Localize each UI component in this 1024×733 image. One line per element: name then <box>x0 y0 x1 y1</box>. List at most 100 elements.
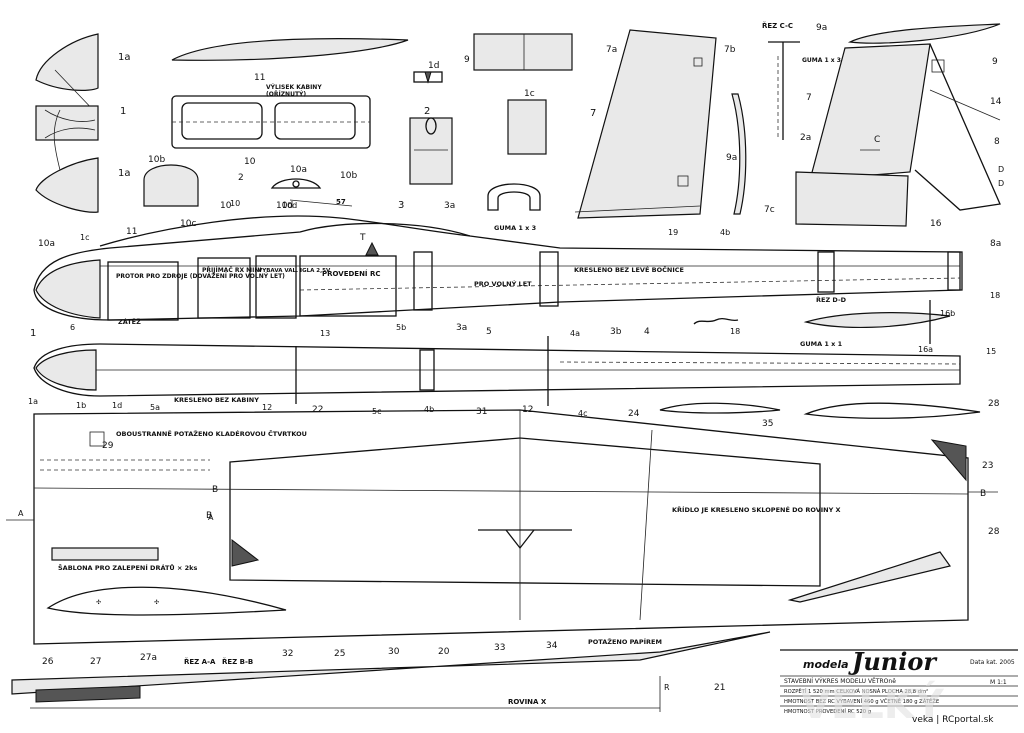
part-1-nose-block <box>35 105 99 141</box>
part-label: 3a <box>444 201 455 211</box>
part-label: 1c <box>524 89 535 99</box>
part-label: 15 <box>986 347 996 356</box>
part-label: 11 <box>254 73 265 83</box>
part-label: 1a <box>118 168 131 179</box>
part-label: A <box>18 509 24 518</box>
part-label: 13 <box>320 329 330 338</box>
part-label: 19 <box>668 228 678 237</box>
part-label: 1 <box>120 106 126 117</box>
part-label: 26 <box>42 657 54 667</box>
part-label: 4b <box>424 405 434 414</box>
part-label: 30 <box>388 647 400 657</box>
spec-row-3: HMOTNOST PROVEDENÍ RC 520 g <box>784 708 871 715</box>
part-label: 7c <box>764 205 775 215</box>
credit: veka | RCportal.sk <box>912 715 994 725</box>
part-1c-block <box>507 99 547 155</box>
part-label: 28 <box>988 527 1000 537</box>
part-label: KŘÍDLO JE KRESLENO SKLOPENÉ DO ROVINY X <box>672 505 841 514</box>
part-9-block <box>473 33 573 71</box>
part-label: ROVINA X <box>508 698 547 706</box>
magazine-logo: modela <box>803 658 849 671</box>
part-label: D <box>998 165 1004 174</box>
part-label: 23 <box>982 461 993 471</box>
part-label: 2a <box>800 133 811 143</box>
part-label: 4b <box>720 228 730 237</box>
part-label: 35 <box>762 419 773 429</box>
part-label: D <box>998 179 1004 188</box>
part-label: 24 <box>628 409 640 419</box>
part-label: 5c <box>372 407 382 416</box>
part-label: T <box>359 233 366 243</box>
part-label: GUMA 1 x 3 <box>494 224 536 232</box>
part-label: ŠABLONA PRO ZALEPENÍ DRÁTŮ × 2ks <box>58 563 198 572</box>
part-label: 3 <box>398 200 404 211</box>
part-label: 12 <box>262 403 272 412</box>
part-10-canopy-frame <box>171 95 371 149</box>
wing-root-section <box>11 631 771 712</box>
part-label: (OŘÍZNUTÝ) <box>266 90 306 98</box>
part-7-fin <box>574 29 717 219</box>
part-1a-nose-cap-lower <box>35 109 99 213</box>
part-label: 10 <box>220 201 232 211</box>
part-label: PRO VOLNÝ LET <box>474 279 532 288</box>
part-label: 10d <box>276 201 293 211</box>
part-label: C <box>874 135 880 145</box>
part-label: POTAŽENO PAPÍREM <box>588 637 662 646</box>
part-label: 6 <box>70 323 75 332</box>
part-label: 7 <box>590 108 596 119</box>
part-label: ZÁTĚŽ <box>118 317 141 326</box>
part-label: PROTOR PRO ZDROJE (DOVÁŽENÍ PRO VOLNÝ LE… <box>116 272 285 280</box>
part-label: B <box>212 485 218 495</box>
part-label: 1c <box>80 233 90 242</box>
part-label: 22 <box>312 405 323 415</box>
part-label: 7b <box>724 45 736 55</box>
svg-text:✣: ✣ <box>154 599 159 606</box>
section-c-c <box>768 41 800 140</box>
part-label: 32 <box>282 649 293 659</box>
spec-row-1: ROZPĚTÍ 1 520 mm CELKOVÁ NOSNÁ PLOCHA 28… <box>784 687 928 695</box>
part-label: 9 <box>992 57 998 67</box>
part-label: 10b <box>148 155 165 165</box>
part-label: 33 <box>494 643 505 653</box>
part-10a-small <box>270 178 322 189</box>
part-label: 21 <box>714 683 725 693</box>
part-label: B <box>206 511 212 521</box>
part-label: 20 <box>438 647 450 657</box>
part-label: 1d <box>112 401 122 410</box>
part-label: GUMA 1 x 3 <box>802 57 841 64</box>
part-label: ŘEZ C-C <box>762 21 793 30</box>
part-label: 5 <box>486 327 492 337</box>
part-label: ŘEZ B-B <box>222 657 253 666</box>
part-label: ŘEZ A-A <box>184 657 216 666</box>
part-label: VÝLISEK KABINY <box>266 84 322 91</box>
part-8-stabilizer-assembly <box>795 23 1001 227</box>
part-label: R <box>664 683 670 692</box>
part-label: 57 <box>336 198 346 206</box>
part-label: 8 <box>994 137 1000 147</box>
part-label: 16a <box>918 345 933 354</box>
part-label: 3a <box>456 323 467 333</box>
part-label: 4 <box>644 327 650 337</box>
part-label: 7a <box>606 45 617 55</box>
model-title: Junior <box>848 647 938 676</box>
part-label: 18 <box>730 327 740 336</box>
part-label: 1b <box>76 401 86 410</box>
part-label: 29 <box>102 441 114 451</box>
part-label: 9 <box>464 55 470 65</box>
part-label: 10 <box>244 157 256 167</box>
part-label: 27a <box>140 653 157 663</box>
part-label: 16b <box>940 309 955 318</box>
part-1d <box>413 71 443 84</box>
part-label: 5a <box>150 403 160 412</box>
part-label: 1a <box>118 52 131 63</box>
spec-row-2: HMOTNOST BEZ RC VYBAVENÍ 460 g VČETNĚ 18… <box>784 697 939 705</box>
part-label: 10d <box>282 201 297 210</box>
fuselage-side-view <box>33 199 963 321</box>
wing-plan-view: ✣ ✣ <box>6 409 998 645</box>
part-label: 4c <box>578 409 588 418</box>
part-10c-arch <box>487 183 541 211</box>
part-9a-strip <box>731 93 747 215</box>
